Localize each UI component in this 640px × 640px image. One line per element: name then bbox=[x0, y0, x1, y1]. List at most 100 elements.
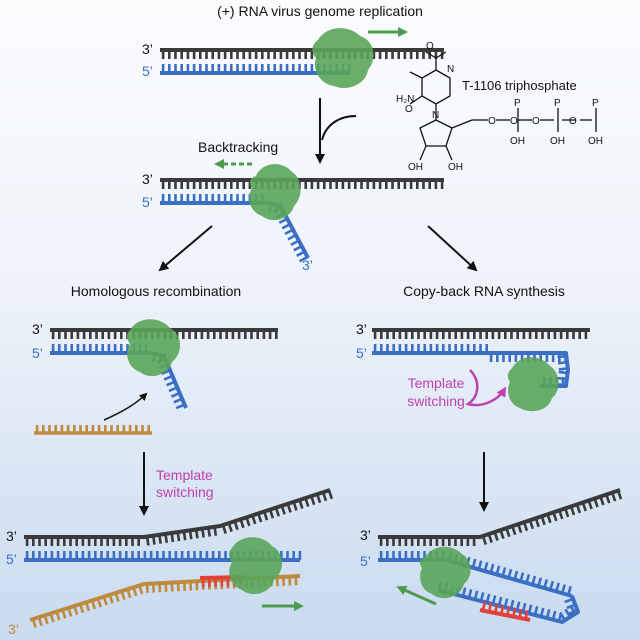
base-tick bbox=[505, 527, 511, 538]
base-tick bbox=[245, 516, 251, 527]
atom-oh: OH bbox=[550, 136, 565, 147]
base-tick bbox=[126, 588, 132, 599]
base-tick bbox=[194, 529, 199, 539]
base-tick bbox=[481, 535, 488, 545]
base-tick bbox=[233, 520, 239, 531]
strand-backbone bbox=[479, 608, 531, 622]
base-tick bbox=[493, 531, 499, 542]
stage-backtracking: Backtracking 3’ 5’ 3’ bbox=[142, 139, 444, 273]
base-tick bbox=[114, 592, 120, 602]
atom-o: O bbox=[426, 41, 434, 52]
base-tick bbox=[539, 607, 545, 617]
atom-o: O bbox=[569, 116, 577, 127]
base-tick bbox=[546, 513, 552, 524]
base-tick bbox=[564, 597, 574, 604]
base-tick bbox=[557, 612, 563, 622]
base-tick bbox=[281, 223, 291, 230]
base-tick bbox=[503, 598, 509, 608]
base-tick bbox=[507, 568, 513, 579]
base-tick bbox=[61, 609, 67, 619]
base-tick bbox=[543, 579, 549, 589]
base-tick bbox=[477, 560, 483, 570]
atom-o: O bbox=[510, 116, 518, 127]
base-tick bbox=[145, 536, 150, 546]
label-3prime-acceptor: 3’ bbox=[8, 621, 19, 637]
base-tick bbox=[540, 515, 546, 526]
base-tick bbox=[506, 606, 511, 616]
base-tick bbox=[558, 509, 564, 520]
base-tick bbox=[188, 530, 193, 540]
label-3prime: 3’ bbox=[142, 171, 153, 187]
template-switching-label: Template bbox=[156, 467, 213, 483]
base-tick bbox=[493, 603, 499, 614]
base-tick bbox=[525, 573, 531, 584]
atom-p: P bbox=[514, 98, 521, 109]
template-strand bbox=[372, 328, 590, 339]
base-tick bbox=[138, 585, 144, 595]
base-tick bbox=[479, 592, 485, 602]
base-tick bbox=[587, 500, 593, 510]
base-tick bbox=[37, 616, 43, 627]
backtracking-label: Backtracking bbox=[198, 139, 278, 155]
base-tick bbox=[55, 611, 61, 621]
base-tick bbox=[213, 526, 218, 536]
base-tick bbox=[524, 610, 529, 620]
template-strand bbox=[160, 178, 444, 189]
base-tick bbox=[515, 601, 521, 611]
base-tick bbox=[467, 588, 473, 599]
base-tick bbox=[293, 244, 303, 252]
copy-back-hairpin bbox=[437, 581, 580, 624]
base-tick bbox=[170, 391, 181, 398]
base-tick bbox=[84, 601, 91, 612]
base-tick bbox=[251, 514, 257, 525]
base-tick bbox=[120, 590, 126, 601]
strand-backbone bbox=[378, 488, 621, 539]
t1106-structure: T-1106 triphosphate bbox=[409, 51, 597, 161]
label-5prime: 5’ bbox=[142, 63, 153, 79]
nascent-strand bbox=[378, 551, 573, 598]
base-tick bbox=[43, 614, 49, 625]
atom-oh: OH bbox=[408, 162, 423, 173]
atom-oh: OH bbox=[448, 162, 463, 173]
base-tick bbox=[499, 529, 505, 540]
base-tick bbox=[262, 511, 269, 521]
base-tick bbox=[564, 608, 572, 618]
base-tick bbox=[558, 370, 568, 375]
base-tick bbox=[286, 503, 292, 513]
base-tick bbox=[292, 501, 298, 511]
base-tick bbox=[280, 505, 286, 515]
template-strand bbox=[24, 488, 334, 546]
label-3prime: 3’ bbox=[32, 321, 43, 337]
base-tick bbox=[555, 582, 561, 592]
base-tick bbox=[557, 360, 568, 365]
atom-oh: OH bbox=[588, 136, 603, 147]
base-tick bbox=[201, 528, 205, 538]
template-switching-arrow bbox=[465, 369, 507, 407]
base-tick bbox=[521, 602, 527, 613]
base-tick bbox=[207, 527, 212, 537]
diagram-title: (+) RNA virus genome replication bbox=[217, 3, 423, 19]
template-switching-label: Template bbox=[408, 375, 465, 391]
base-tick bbox=[533, 605, 539, 616]
base-tick bbox=[310, 495, 316, 506]
base-tick bbox=[170, 532, 175, 543]
base-tick bbox=[605, 494, 611, 504]
base-tick bbox=[274, 507, 281, 517]
base-tick bbox=[290, 239, 300, 246]
atom-p: P bbox=[592, 98, 599, 109]
base-tick bbox=[512, 607, 517, 617]
base-tick bbox=[67, 607, 73, 617]
base-tick bbox=[491, 595, 497, 605]
base-tick bbox=[551, 610, 557, 621]
base-tick bbox=[527, 604, 533, 614]
base-tick bbox=[549, 580, 555, 591]
base-tick bbox=[495, 565, 501, 575]
base-tick bbox=[616, 490, 623, 500]
base-tick bbox=[284, 228, 294, 236]
base-tick bbox=[268, 509, 275, 519]
base-tick bbox=[176, 531, 181, 542]
base-tick bbox=[73, 605, 79, 615]
rna-polymerase bbox=[249, 164, 301, 221]
base-tick bbox=[257, 513, 263, 523]
